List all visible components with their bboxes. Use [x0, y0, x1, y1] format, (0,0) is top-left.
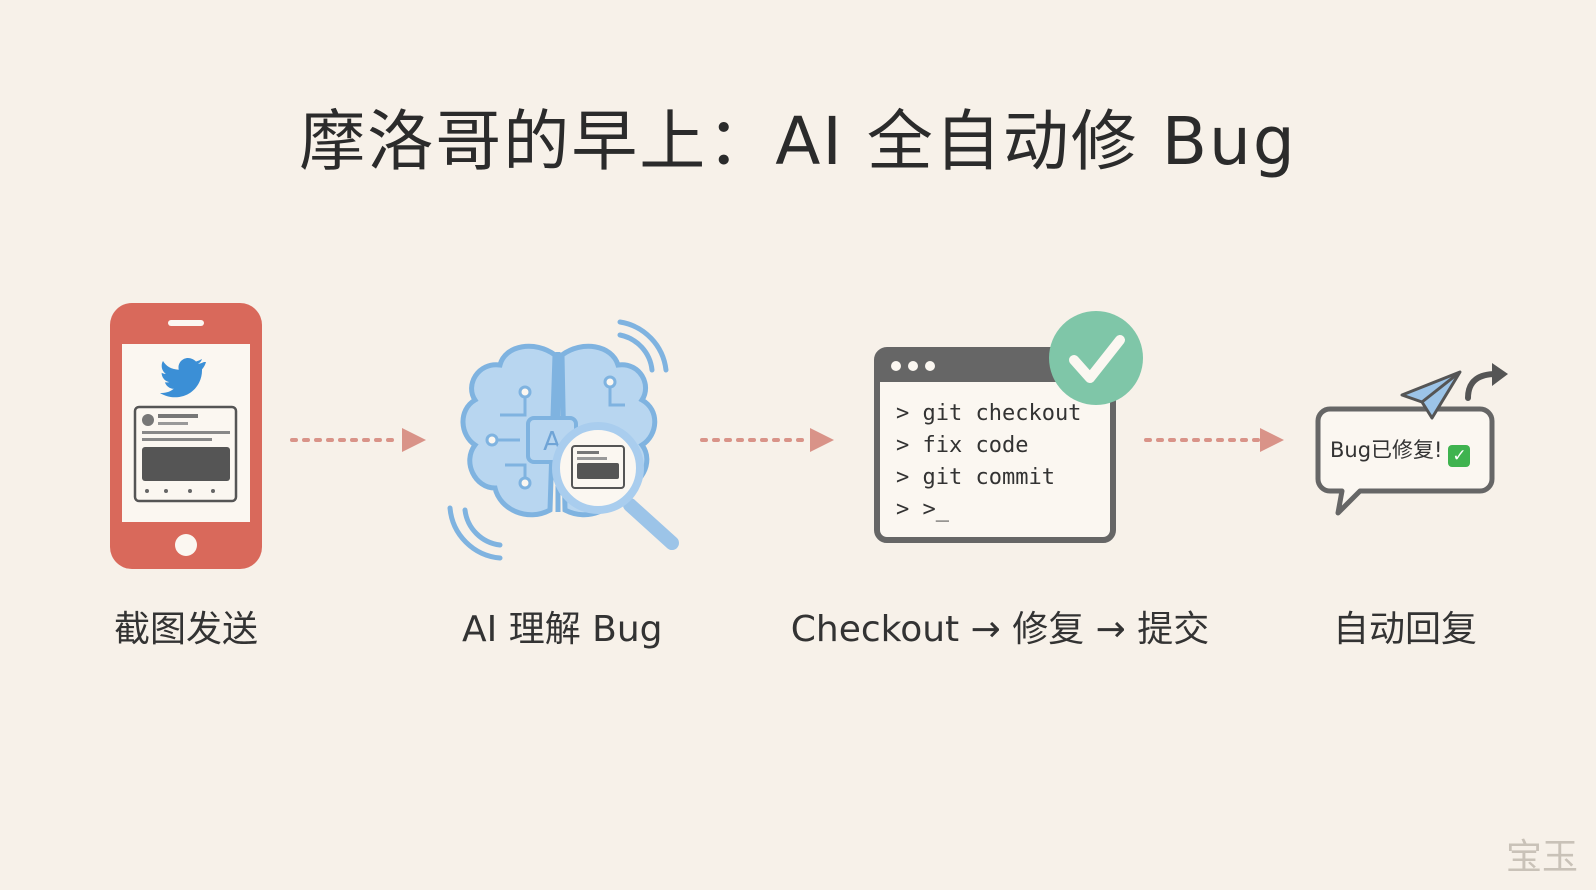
paper-plane-icon — [1400, 370, 1462, 420]
step-label-ai: AI 理解 Bug — [462, 609, 663, 650]
flow-arrow-2 — [700, 428, 834, 452]
watermark: 宝玉 — [1505, 837, 1578, 878]
terminal-line: > >_ — [896, 497, 949, 522]
checkmark-badge-icon — [1049, 311, 1143, 405]
terminal-window-icon — [874, 347, 1116, 543]
flow-arrow-3 — [1144, 428, 1284, 452]
twitter-bird-icon — [160, 358, 206, 398]
green-check-icon: ✓ — [1448, 445, 1471, 467]
step-label-checkout: Checkout → 修复 → 提交 — [790, 609, 1210, 650]
chat-bubble-icon — [1315, 363, 1508, 516]
step-label-screenshot: 截图发送 — [113, 609, 258, 650]
phone-twitter-icon — [110, 303, 262, 569]
bubble-text: Bug已修复! — [1330, 438, 1443, 462]
share-arrow-icon — [1465, 363, 1508, 401]
terminal-output: > git checkout > fix code > git commit >… — [896, 398, 1081, 526]
terminal-line: > git commit — [896, 465, 1055, 490]
ai-brain-icon: A — [447, 319, 679, 561]
step-label-reply: 自动回复 — [1332, 609, 1477, 650]
terminal-line: > git checkout — [896, 401, 1082, 426]
page-title: 摩洛哥的早上：AI 全自动修 Bug — [299, 103, 1297, 180]
terminal-line: > fix code — [896, 433, 1029, 458]
flow-arrow-1 — [290, 428, 426, 452]
magnifier-icon — [552, 422, 679, 550]
bubble-message: Bug已修复!✓ — [1330, 434, 1471, 467]
